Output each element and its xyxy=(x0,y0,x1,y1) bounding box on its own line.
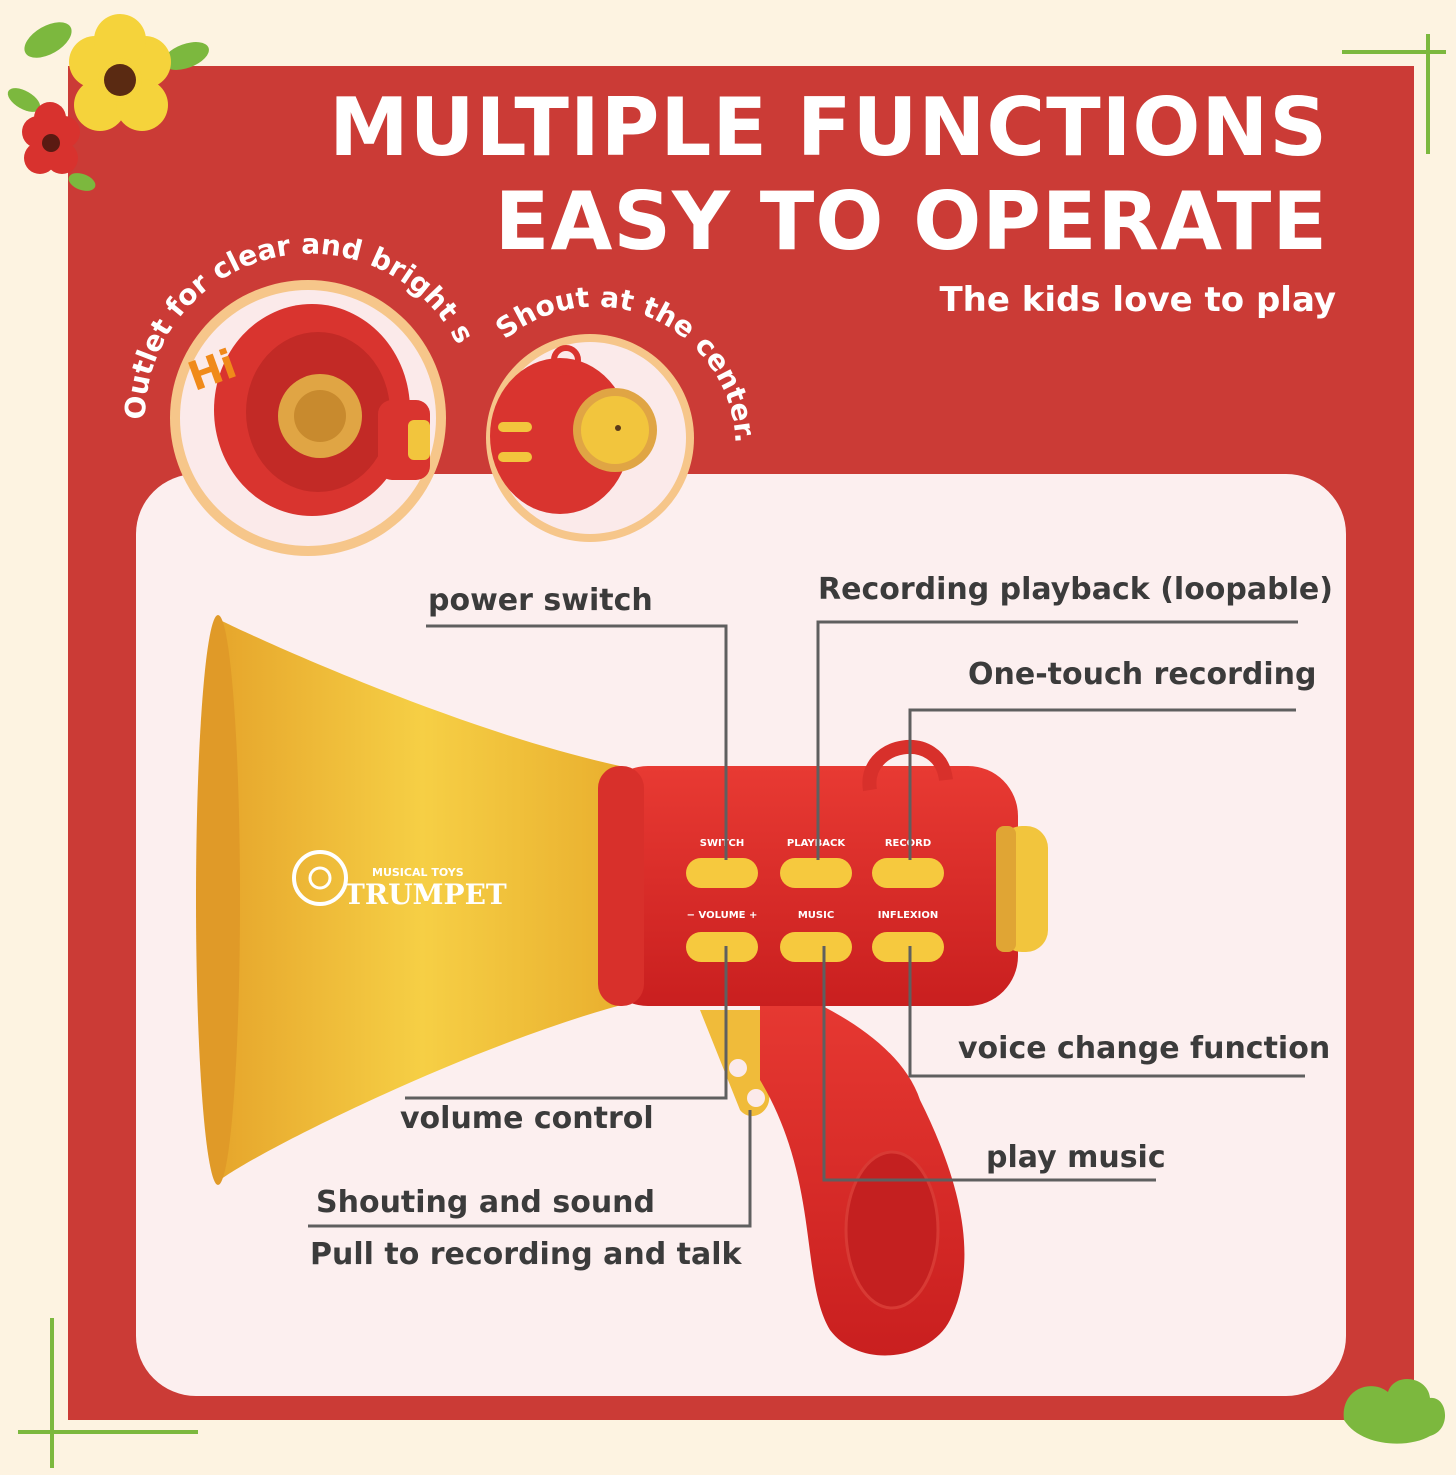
label-play-music: play music xyxy=(986,1140,1166,1175)
switch-button-label: SWITCH xyxy=(700,838,744,849)
leader-lines xyxy=(308,620,1305,1228)
trumpet-logo: MUSICAL TOYS TRUMPET xyxy=(292,850,507,911)
label-volume-control: volume control xyxy=(400,1101,654,1136)
record-button[interactable] xyxy=(872,858,944,888)
yellow-flower-icon xyxy=(69,14,171,131)
trigger-hole xyxy=(747,1089,765,1107)
label-shouting-sound: Shouting and sound xyxy=(316,1185,656,1220)
flower-leaves-icon xyxy=(7,22,209,191)
label-recording-playback: Recording playback (loopable) xyxy=(818,572,1333,607)
volume-button-label: − VOLUME + xyxy=(687,910,758,921)
subtitle: The kids love to play xyxy=(939,280,1336,320)
corner-mark-top-right xyxy=(1342,34,1446,154)
title-line-2: EASY TO OPERATE xyxy=(494,175,1328,268)
red-flower-icon xyxy=(22,102,80,174)
mouthpiece-edge xyxy=(996,826,1016,952)
switch-button[interactable] xyxy=(686,858,758,888)
inflexion-button-label: INFLEXION xyxy=(878,910,938,921)
music-button-label: MUSIC xyxy=(798,910,834,921)
brand-large-text: TRUMPET xyxy=(344,878,507,911)
playback-button[interactable] xyxy=(780,858,852,888)
grip-texture xyxy=(844,1150,940,1310)
label-voice-change: voice change function xyxy=(958,1031,1331,1066)
bell-horn xyxy=(205,620,640,1180)
handle xyxy=(760,980,965,1356)
music-button[interactable] xyxy=(780,932,852,962)
corner-mark-bottom-left xyxy=(18,1318,198,1468)
hang-loop xyxy=(862,740,953,792)
brand-small-text: MUSICAL TOYS xyxy=(372,866,464,879)
volume-button[interactable] xyxy=(686,932,758,962)
label-pull-record: Pull to recording and talk xyxy=(310,1237,742,1272)
label-one-touch-recording: One-touch recording xyxy=(968,657,1317,692)
inflexion-button[interactable] xyxy=(872,932,944,962)
record-button-label: RECORD xyxy=(885,838,931,849)
body-ring xyxy=(598,766,644,1006)
shout-center-callout: Shout at the center. xyxy=(486,281,762,542)
bell-rim xyxy=(196,615,240,1185)
bush-icon xyxy=(1343,1379,1446,1444)
title-line-1: MULTIPLE FUNCTIONS xyxy=(329,81,1328,174)
label-power-switch: power switch xyxy=(428,583,653,618)
trigger-hole xyxy=(729,1059,747,1077)
